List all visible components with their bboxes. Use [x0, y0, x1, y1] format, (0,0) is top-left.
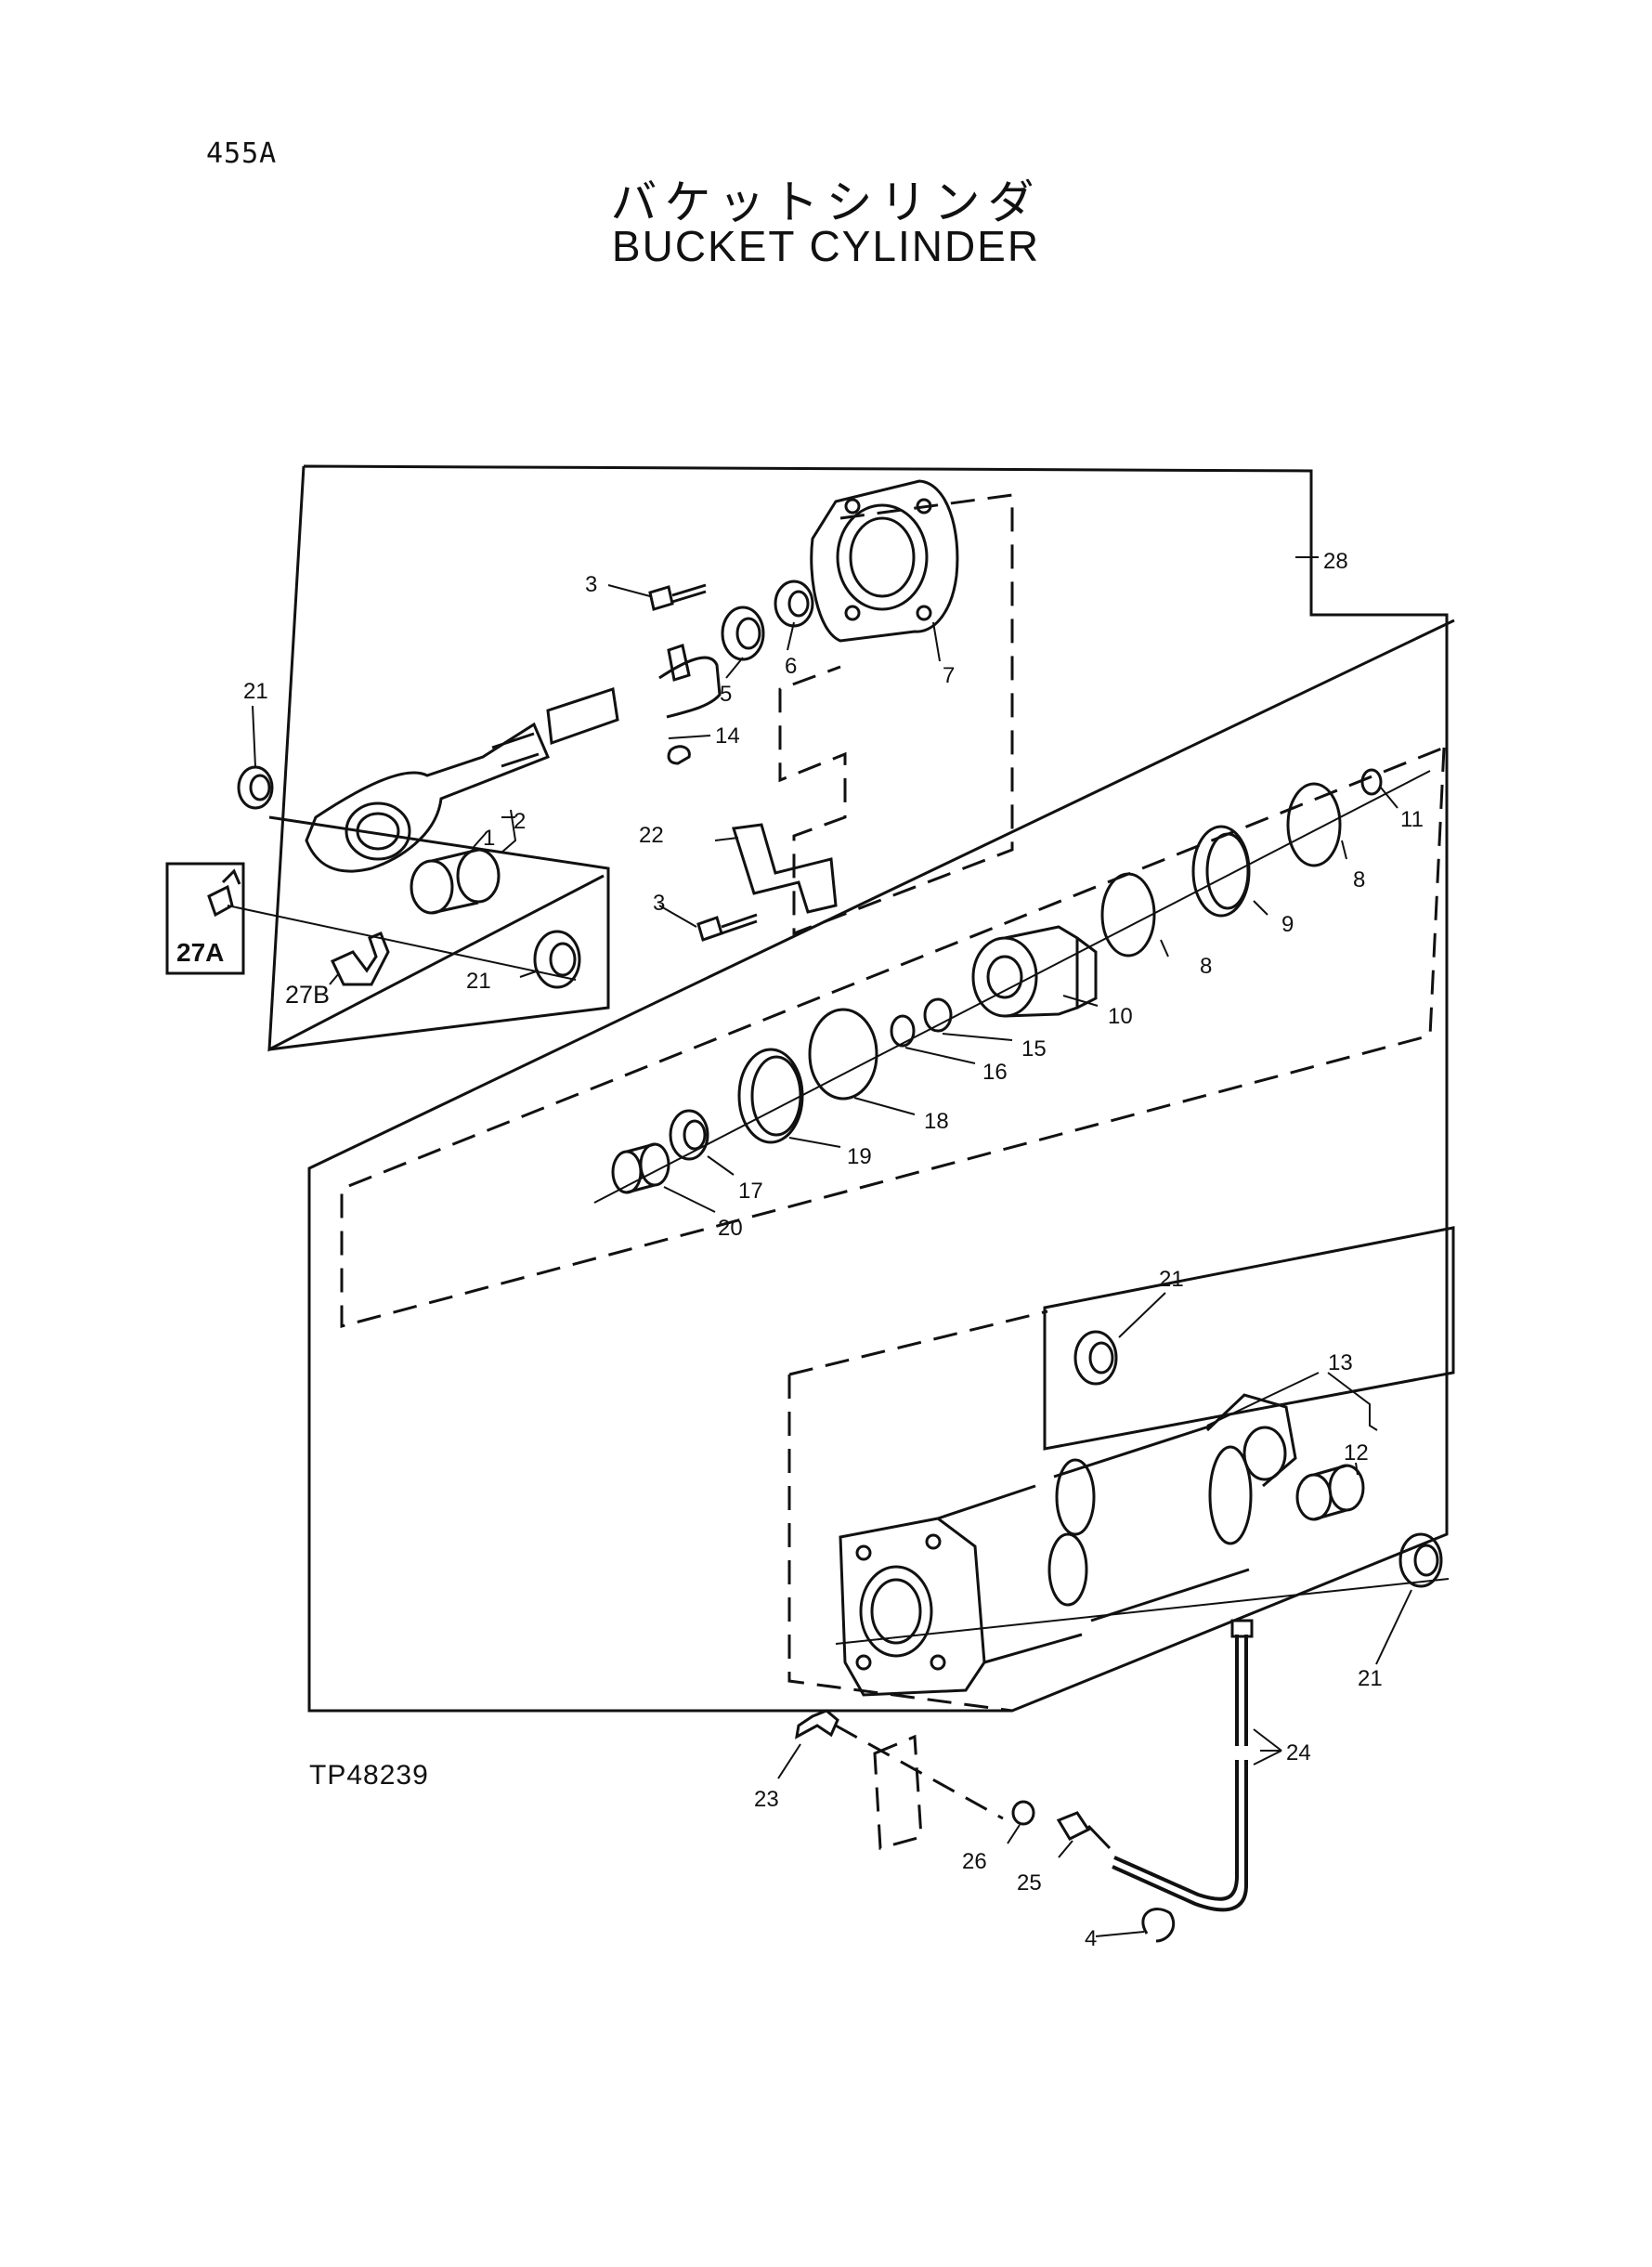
elbow-23: [795, 1709, 839, 1739]
ring-8-upper: [1286, 782, 1342, 867]
bolt-3-upper: [648, 583, 707, 611]
hose-line-dashed: [835, 1724, 1004, 1820]
piston-10: [971, 925, 1098, 1018]
rod-cover-flange: [810, 479, 959, 643]
dust-seal-21-upper-inner: [249, 774, 271, 801]
title-japanese: バケットシリンダ: [610, 176, 1042, 229]
ring-16: [890, 1014, 916, 1048]
callout-21-tube-upper: 21: [1159, 1267, 1184, 1292]
tube-bushing-box: [1043, 1226, 1455, 1451]
dust-seal-21-lower-inner: [549, 942, 577, 977]
ring-15: [923, 997, 953, 1033]
tube-group-dashed: [787, 1309, 1048, 1713]
callout-28: 28: [1323, 549, 1348, 574]
ring-17: [669, 1109, 709, 1161]
dust-seal-21-upper: [237, 765, 274, 810]
plate-22: [732, 823, 838, 914]
callout-17: 17: [738, 1179, 763, 1204]
callout-17-label-18: 18: [924, 1109, 949, 1134]
callout-5: 5: [720, 682, 732, 707]
piston-rod: [305, 644, 722, 873]
hose-fitting-top: [1230, 1619, 1254, 1638]
callout-27b: 27B: [285, 981, 330, 1009]
piston-group-dashed: [340, 746, 1446, 1328]
callout-8-lower: 8: [1200, 954, 1212, 979]
ring-8-lower: [1100, 872, 1156, 958]
callout-20: 20: [718, 1216, 743, 1241]
cylinder-tube: [839, 1393, 1297, 1697]
ring-17-inner: [683, 1119, 707, 1151]
bushing-1: [410, 848, 501, 915]
dust-seal-21-tube-upper: [1073, 1330, 1118, 1386]
callout-22: 22: [639, 823, 664, 848]
bolt-3-lower: [696, 913, 758, 942]
set-screw-14: [667, 745, 691, 765]
callout-24: 24: [1286, 1740, 1311, 1765]
callout-4: 4: [1085, 1926, 1097, 1951]
callout-10: 10: [1108, 1004, 1133, 1029]
ring-18: [808, 1008, 878, 1101]
kit-outline-28: [267, 464, 1455, 1713]
callout-15: 15: [1021, 1036, 1047, 1062]
clamp-4: [1141, 1908, 1176, 1943]
callout-16: 16: [982, 1060, 1008, 1085]
hose-bracket-dashed: [873, 1734, 923, 1850]
adapter-25: [1056, 1811, 1112, 1850]
callout-8-upper: 8: [1353, 867, 1365, 892]
rod-group-dashed: [778, 493, 1014, 936]
packing-5: [721, 606, 765, 661]
callout-labels: 3 3 4 5 6 7 8 8 9 10 11 12 13 14 15 16 1…: [243, 549, 1424, 1951]
callout-6: 6: [785, 654, 797, 679]
callout-13: 13: [1328, 1350, 1353, 1375]
packing-5-inner: [735, 617, 761, 650]
centerline-rod-eye: [227, 905, 577, 981]
callout-21-lower: 21: [466, 969, 491, 994]
callout-12: 12: [1344, 1440, 1369, 1466]
callout-19: 19: [847, 1144, 872, 1169]
callout-9: 9: [1281, 912, 1294, 937]
nut-11: [1360, 768, 1383, 796]
callout-14: 14: [715, 723, 740, 749]
ring-19-inner: [750, 1055, 802, 1137]
hose-24: [1112, 1635, 1248, 1912]
callout-21-upper: 21: [243, 679, 268, 704]
rod-bushing-box: [268, 815, 610, 1051]
callout-26: 26: [962, 1849, 987, 1874]
wiper-6-inner: [787, 590, 810, 618]
dust-seal-21-tube-lower-inner: [1413, 1544, 1439, 1577]
callout-7: 7: [943, 663, 955, 688]
grease-fitting-27b: [330, 932, 390, 986]
centerline-piston: [593, 770, 1431, 1204]
callout-2: 2: [514, 809, 526, 834]
callout-3-upper: 3: [585, 572, 597, 597]
tube-bushing-12: [1295, 1464, 1365, 1521]
dust-seal-21-tube-lower: [1398, 1532, 1443, 1588]
callout-11: 11: [1400, 807, 1424, 832]
figure-number: TP48239: [309, 1760, 429, 1791]
dust-seal-21-tube-upper-inner: [1088, 1341, 1114, 1375]
callout-1: 1: [483, 826, 495, 851]
callout-27a: 27A: [176, 938, 224, 967]
ring-9: [1191, 825, 1251, 918]
callout-23: 23: [754, 1787, 779, 1812]
ring-19: [737, 1048, 804, 1144]
centerline-tube: [835, 1578, 1450, 1645]
callout-box-27a: 27A: [165, 862, 245, 975]
grease-fitting-27a: [207, 868, 241, 918]
ring-9-inner: [1205, 832, 1250, 910]
page-number: 455A: [206, 137, 278, 170]
callout-25: 25: [1017, 1870, 1042, 1896]
dust-seal-21-lower: [533, 930, 581, 989]
title-english: BUCKET CYLINDER: [611, 222, 1041, 270]
nut-26: [1011, 1800, 1035, 1826]
callout-3-lower: 3: [653, 891, 665, 916]
callout-21-tube-lower: 21: [1358, 1666, 1383, 1691]
